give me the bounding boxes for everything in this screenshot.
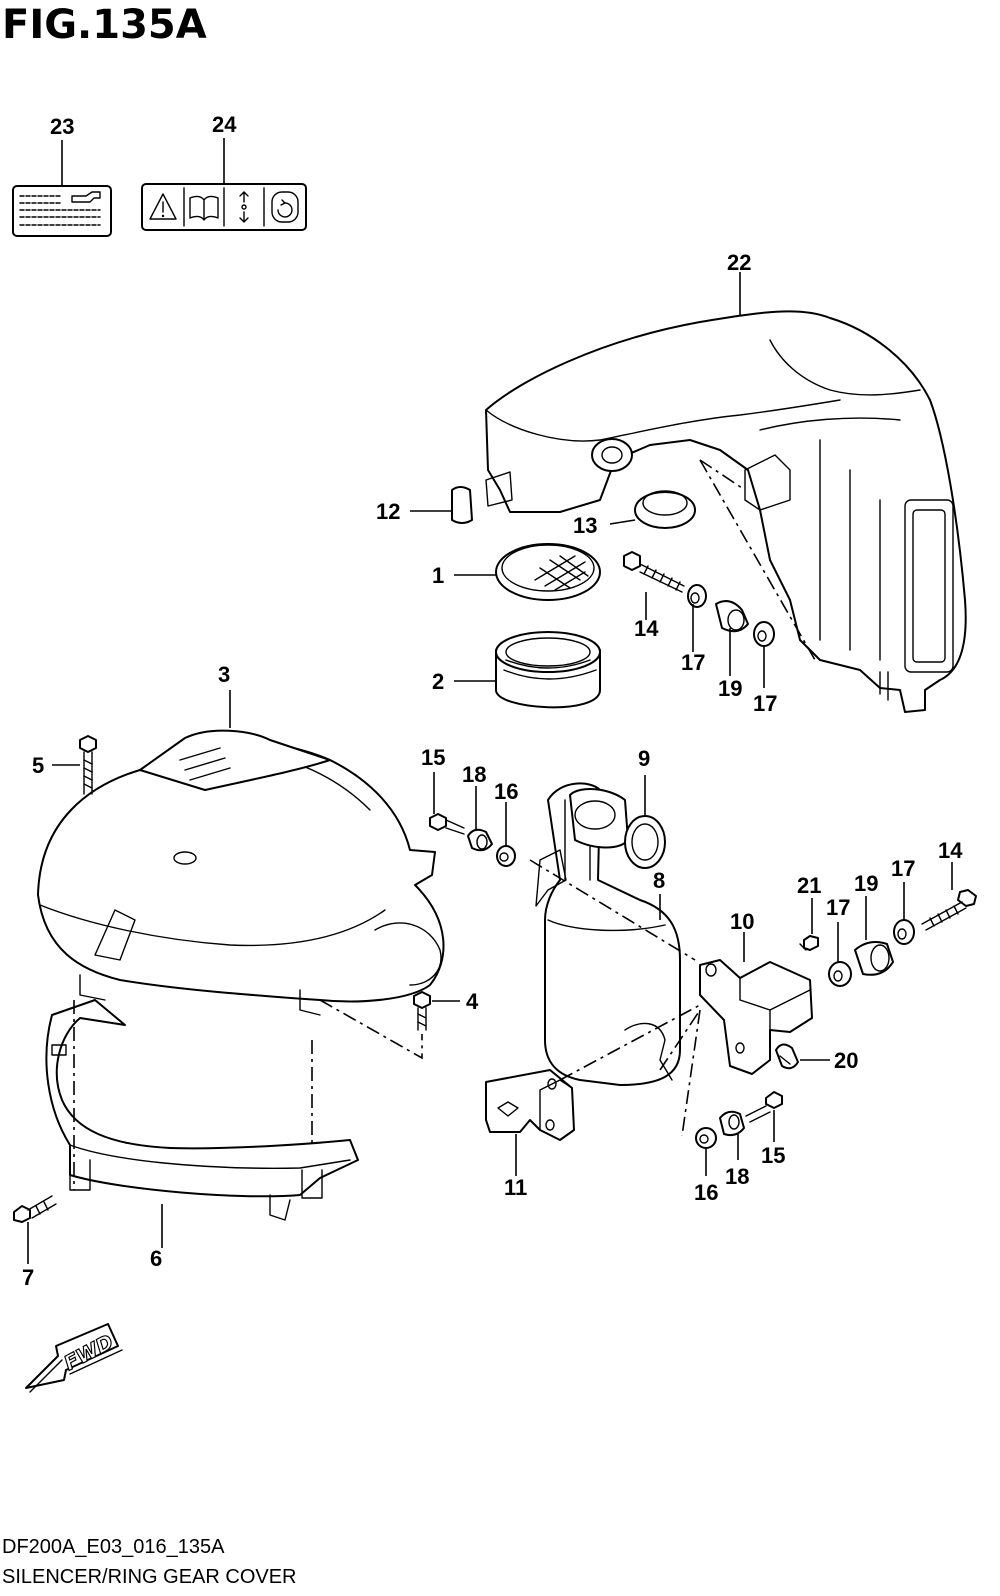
- part-17-collar-upper-a: [687, 584, 707, 608]
- callout-16-a: 16: [494, 779, 518, 804]
- up-down-arrow-icon: [239, 191, 249, 223]
- part-18-cushion-lower: [719, 1110, 745, 1137]
- part-4-bolt: [413, 991, 431, 1031]
- part-2-seal-ring: [495, 631, 601, 709]
- oil-can-icon: [71, 191, 101, 203]
- part-11-bracket: [485, 1069, 575, 1141]
- callout-5: 5: [32, 753, 44, 778]
- part-19-cushion-upper: [715, 600, 749, 633]
- part-1-screen: [495, 543, 601, 601]
- part-22-silencer-case: [485, 310, 967, 713]
- part-14-bolt-upper: [623, 551, 685, 593]
- fwd-arrow-icon: FWD: [25, 1323, 123, 1393]
- part-14-bolt-right: [921, 889, 977, 931]
- part-15-bolt-lower: [745, 1091, 783, 1123]
- part-17-collar-right-a: [828, 961, 852, 987]
- callout-14-a: 14: [634, 616, 659, 641]
- callout-3: 3: [218, 662, 230, 687]
- callout-18-a: 18: [462, 762, 486, 787]
- rotation-icon: [271, 191, 299, 223]
- callout-20: 20: [834, 1048, 858, 1073]
- callout-23: 23: [50, 114, 74, 139]
- callout-14-b: 14: [938, 838, 963, 863]
- callout-19-a: 19: [718, 676, 742, 701]
- part-17-collar-upper-b: [753, 621, 775, 647]
- part-8-silencer: [535, 782, 681, 1086]
- figure-title: FIG.135A: [2, 2, 207, 48]
- callout-12: 12: [376, 499, 400, 524]
- part-10-bracket: [699, 959, 813, 1075]
- part-18-cushion-upper: [467, 828, 493, 852]
- part-20-clip: [775, 1043, 799, 1070]
- callout-21: 21: [797, 873, 821, 898]
- part-13-grommet: [634, 490, 696, 529]
- figure-caption: SILENCER/RING GEAR COVER: [2, 1566, 297, 1588]
- part-6-lower-cover: [45, 999, 359, 1221]
- part-23-oil-label: [12, 185, 112, 237]
- callout-9: 9: [638, 746, 650, 771]
- manual-book-icon: [189, 195, 219, 221]
- callout-17-d: 17: [891, 856, 915, 881]
- part-21-screw: [799, 935, 819, 951]
- callout-1: 1: [432, 563, 444, 588]
- part-24-warning-label: [141, 183, 307, 231]
- callout-13: 13: [573, 513, 597, 538]
- part-9-hose-ring: [624, 815, 666, 869]
- callout-18-b: 18: [725, 1164, 749, 1189]
- part-15-bolt-upper: [429, 813, 465, 835]
- caution-triangle-icon: [149, 193, 177, 220]
- callout-17-b: 17: [753, 691, 777, 716]
- callout-10: 10: [730, 909, 754, 934]
- callout-24: 24: [212, 112, 237, 137]
- part-5-bolt: [79, 735, 97, 795]
- callout-2: 2: [432, 669, 444, 694]
- part-19-cushion-right: [854, 941, 894, 976]
- part-7-bolt: [13, 1195, 57, 1223]
- callout-17-c: 17: [826, 895, 850, 920]
- callout-4: 4: [466, 989, 479, 1014]
- callout-6: 6: [150, 1246, 162, 1271]
- callout-15-b: 15: [761, 1143, 785, 1168]
- callout-22: 22: [727, 250, 751, 275]
- callout-17-a: 17: [681, 650, 705, 675]
- callout-15-a: 15: [421, 745, 445, 770]
- callout-8: 8: [653, 868, 665, 893]
- part-12-plug: [451, 486, 473, 524]
- part-17-collar-right-b: [893, 919, 915, 945]
- part-16-collar-upper: [496, 845, 516, 867]
- callout-16-b: 16: [694, 1180, 718, 1205]
- callout-11: 11: [504, 1175, 527, 1200]
- callout-7: 7: [22, 1265, 34, 1290]
- figure-code: DF200A_E03_016_135A: [2, 1536, 225, 1558]
- part-16-collar-lower: [695, 1127, 717, 1149]
- part-3-ring-gear-cover: [37, 729, 445, 1016]
- callout-19-b: 19: [854, 871, 878, 896]
